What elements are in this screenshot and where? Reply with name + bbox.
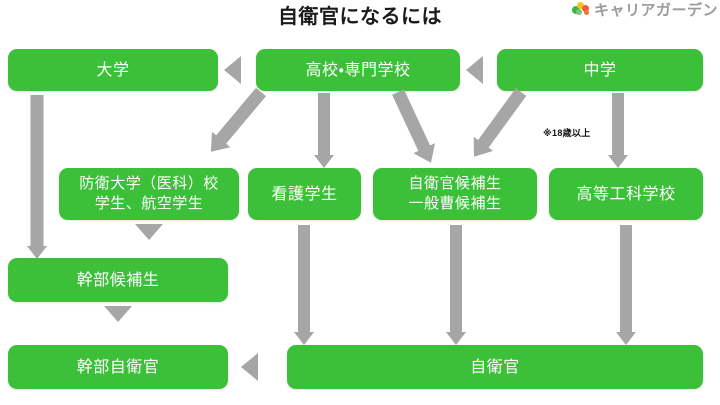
arrow-highschool-to-sdf-candidate bbox=[386, 87, 443, 169]
page-title: 自衛官になるには bbox=[278, 6, 442, 28]
arrow-sdf-member-to-officer-sdf bbox=[241, 353, 258, 381]
node-officer-candidate[interactable]: 幹部候補生 bbox=[8, 258, 228, 302]
node-defense-academy-label: 防衛大学（医科）校 学生、航空学生 bbox=[79, 175, 219, 212]
arrow-highschool-to-nursing-student bbox=[310, 93, 338, 168]
arrow-juniorhigh-to-highschool bbox=[466, 56, 483, 84]
arrow-defense-academy-to-officer-candidate bbox=[135, 224, 163, 240]
node-officer-sdf-label: 幹部自衛官 bbox=[76, 358, 160, 376]
node-juniorhigh[interactable]: 中学 bbox=[497, 49, 703, 91]
note-age-requirement: ※18歳以上 bbox=[543, 128, 591, 138]
arrow-technical-school-to-sdf-member bbox=[612, 225, 640, 345]
arrow-highschool-to-university bbox=[224, 56, 241, 84]
arrow-university-to-officer-candidate bbox=[22, 95, 52, 259]
flower-logo-icon bbox=[571, 0, 590, 18]
node-officer-sdf[interactable]: 幹部自衛官 bbox=[8, 345, 228, 389]
arrow-highschool-to-defense-academy bbox=[201, 84, 271, 160]
arrow-juniorhigh-to-sdf-candidate bbox=[463, 84, 531, 164]
brand-logo: キャリアガーデン bbox=[571, 0, 718, 20]
node-highschool[interactable]: 高校・専門学校 bbox=[256, 49, 460, 91]
node-sdf-candidate[interactable]: 自衛官候補生 一般曹候補生 bbox=[373, 168, 537, 220]
node-nursing-student-label: 看護学生 bbox=[271, 185, 338, 203]
arrow-sdf-candidate-to-sdf-member bbox=[442, 225, 470, 345]
node-sdf-member-label: 自衛官 bbox=[470, 358, 520, 376]
node-technical-school[interactable]: 高等工科学校 bbox=[549, 168, 703, 220]
node-officer-candidate-label: 幹部候補生 bbox=[76, 271, 160, 289]
node-defense-academy[interactable]: 防衛大学（医科）校 学生、航空学生 bbox=[59, 168, 239, 220]
node-juniorhigh-label: 中学 bbox=[583, 61, 617, 79]
brand-name: キャリアガーデン bbox=[593, 1, 718, 19]
node-technical-school-label: 高等工科学校 bbox=[576, 185, 676, 203]
node-university-label: 大学 bbox=[96, 61, 130, 79]
node-sdf-member[interactable]: 自衛官 bbox=[287, 345, 703, 389]
node-nursing-student[interactable]: 看護学生 bbox=[248, 168, 361, 220]
node-university[interactable]: 大学 bbox=[8, 49, 218, 91]
arrow-officer-candidate-to-officer-sdf bbox=[104, 306, 132, 322]
node-sdf-candidate-label: 自衛官候補生 一般曹候補生 bbox=[408, 175, 502, 212]
arrow-juniorhigh-to-technical-school bbox=[604, 93, 632, 168]
node-highschool-label: 高校・専門学校 bbox=[305, 61, 411, 79]
arrow-nursing-student-to-sdf-member bbox=[290, 225, 318, 345]
